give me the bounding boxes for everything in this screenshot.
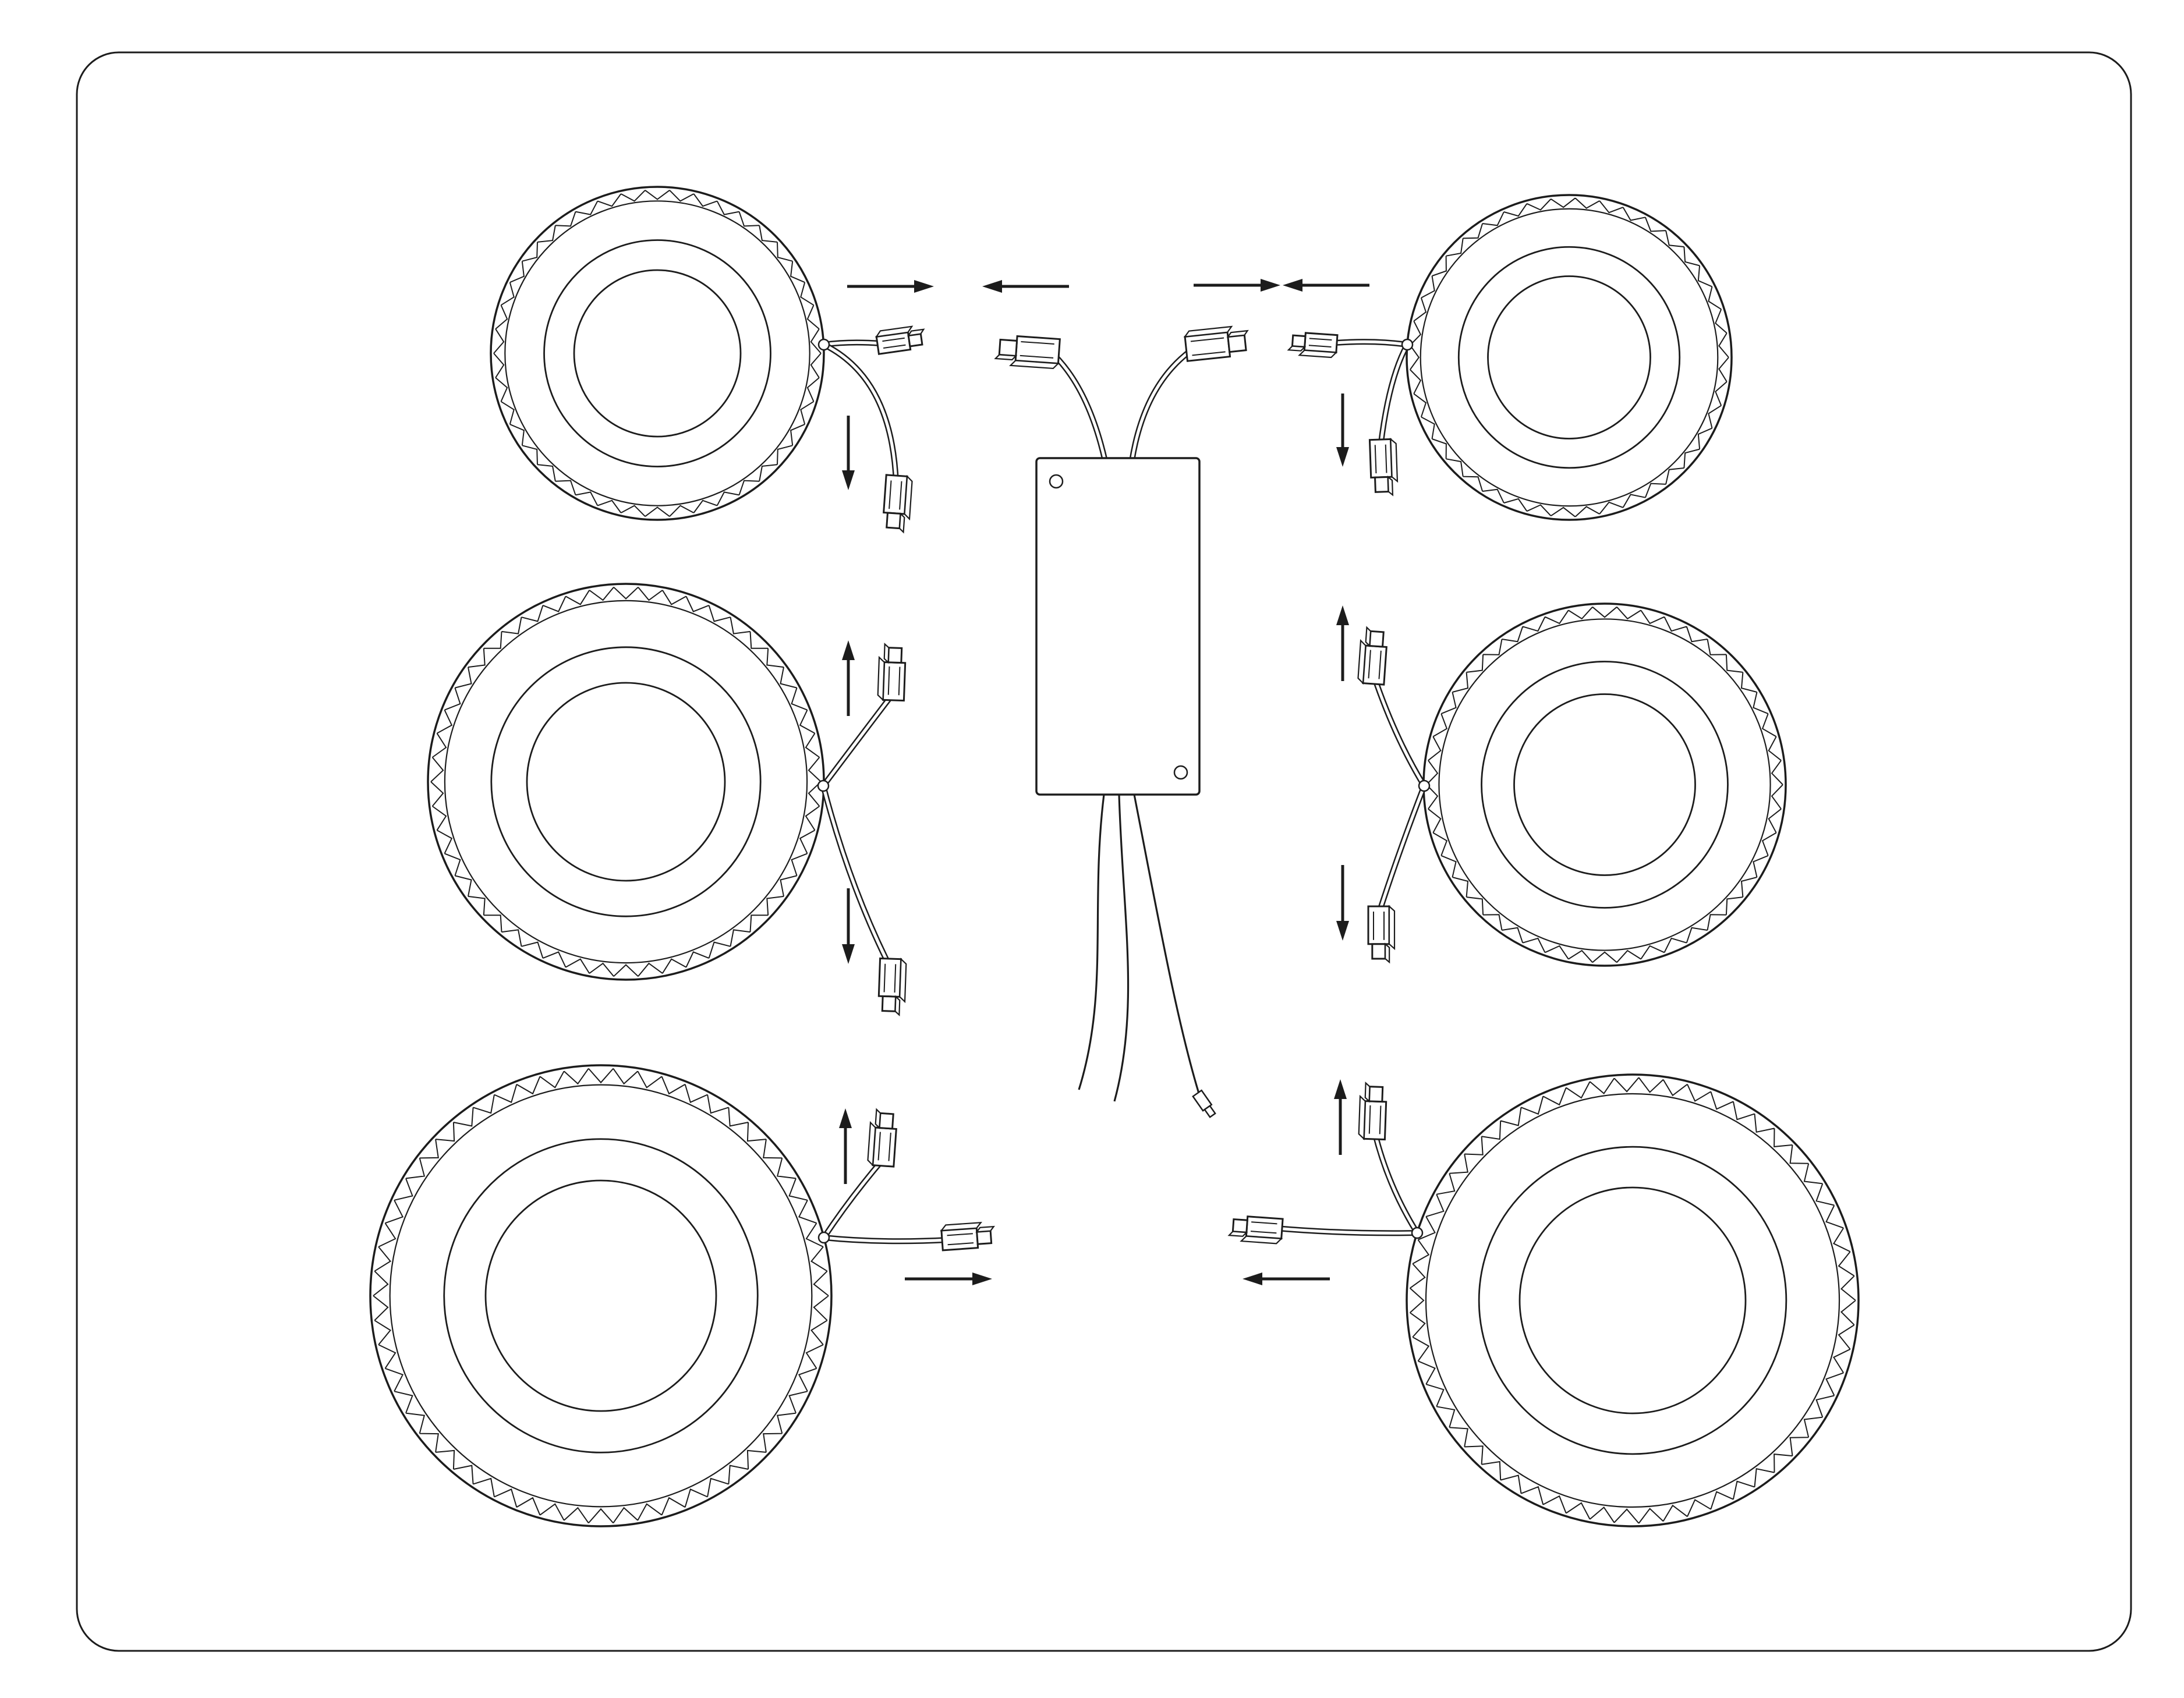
- light-mid-left-serrated-rim: [430, 586, 822, 977]
- light-top-right-serrated-rim: [1409, 197, 1729, 517]
- connector-light3-up: [877, 642, 907, 702]
- light-bottom-left-serrated-rim: [373, 1068, 829, 1524]
- connector-driver-right: [1183, 325, 1249, 362]
- light-top-left-serrated-rim: [493, 189, 822, 517]
- arrow-light2-down: [1336, 394, 1349, 467]
- arrow-light5-up: [839, 1108, 852, 1184]
- power-lead-connector: [1192, 1089, 1216, 1118]
- connector-light1-chain: [883, 474, 913, 534]
- light-mid-right-serrated-rim: [1426, 606, 1783, 963]
- connector-light2-male: [1287, 332, 1339, 359]
- light-top-right-wire-node: [1401, 338, 1414, 351]
- light-mid-left-wire-node: [817, 779, 830, 792]
- light-bottom-right-wire-node: [1411, 1226, 1424, 1239]
- arrow-join-right-b: [1283, 279, 1369, 292]
- connector-light4-up: [1357, 626, 1387, 686]
- light-mid-right-wire-node: [1418, 779, 1431, 792]
- connector-light5-right: [940, 1221, 995, 1252]
- arrow-light6-up: [1334, 1079, 1347, 1155]
- panel-outline: [76, 51, 2132, 1652]
- connector-light6-left: [1227, 1215, 1284, 1245]
- light-top-left-wire-node: [817, 338, 830, 351]
- arrow-light4-up: [1336, 605, 1349, 681]
- driver-screw-hole-1: [1049, 474, 1064, 489]
- arrow-light3-down: [842, 888, 855, 964]
- light-bottom-right: [1406, 1073, 1860, 1527]
- connector-light2-chain: [1368, 437, 1399, 497]
- arrow-join-left-a: [847, 280, 934, 293]
- light-bottom-left-wire-node: [817, 1231, 830, 1244]
- arrow-join-left-b: [982, 280, 1069, 293]
- connector-light3-down: [877, 957, 907, 1017]
- connector-light1-male: [875, 325, 925, 355]
- wire-leads: [820, 339, 1427, 1245]
- driver-power-leads: [1078, 794, 1216, 1118]
- light-top-left: [490, 186, 825, 521]
- connector-light4-down: [1367, 905, 1396, 964]
- connector-light6-up: [1358, 1081, 1387, 1141]
- light-bottom-right-serrated-rim: [1409, 1077, 1856, 1524]
- connector-driver-left: [994, 335, 1061, 370]
- light-bottom-left: [369, 1064, 833, 1527]
- arrow-join-right-a: [1194, 279, 1280, 292]
- driver-lead-3: [1133, 794, 1202, 1100]
- connector-light5-up: [867, 1108, 897, 1168]
- arrow-light5-right: [905, 1272, 992, 1285]
- light-top-right: [1406, 194, 1733, 521]
- arrow-light1-down: [842, 416, 855, 490]
- driver-screw-hole-2: [1173, 765, 1188, 780]
- driver-box: [1035, 457, 1201, 796]
- driver-lead-2: [1113, 794, 1130, 1102]
- light-mid-left: [427, 583, 825, 981]
- arrow-light6-left: [1243, 1272, 1330, 1285]
- driver-lead-1: [1078, 794, 1105, 1090]
- arrow-light4-down: [1336, 865, 1349, 941]
- arrow-light3-up: [842, 640, 855, 716]
